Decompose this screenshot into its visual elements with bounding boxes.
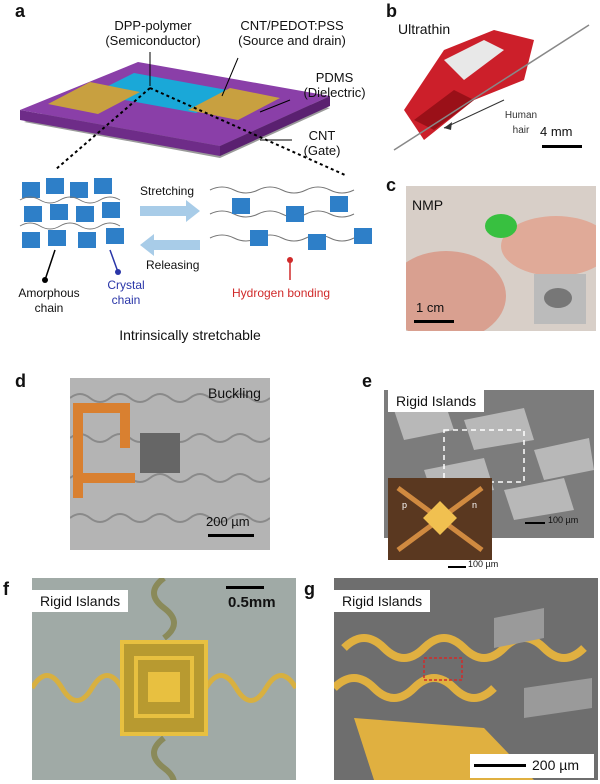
- panel-e: e Rigid Islands 100 µm p n 100 µm: [300, 360, 600, 570]
- inset-scale-bar: [448, 566, 466, 568]
- buckling-photo: Buckling 200 µm: [70, 378, 270, 550]
- panel-f-label: f: [3, 579, 9, 599]
- inset-p-label: p: [402, 500, 408, 510]
- panel-e-scale-label: 100 µm: [548, 515, 579, 525]
- panel-e-label: e: [362, 371, 373, 391]
- drain-electrode: [188, 88, 280, 120]
- panel-a: a: [0, 0, 380, 350]
- rigid-islands-optical: Rigid Islands 0.5mm: [32, 578, 296, 780]
- ultrathin-film-photo: [393, 24, 590, 151]
- panel-f-scale-bar: [226, 586, 264, 589]
- source-electrode: [48, 82, 140, 114]
- panel-b-scale-label: 4 mm: [540, 124, 573, 139]
- panel-e-title: Rigid Islands: [388, 390, 485, 412]
- hair-label: Human hair: [504, 110, 538, 136]
- semiconductor-label: DPP-polymer (Semiconductor): [105, 18, 201, 48]
- panel-f-scale-label: 0.5mm: [228, 594, 276, 611]
- dielectric-side: [20, 110, 220, 156]
- panel-e-scale-bar: [525, 522, 545, 524]
- panel-c-scale-label: 1 cm: [416, 300, 445, 315]
- panel-f: f Rigid Islands 0.5mm: [0, 568, 300, 784]
- panel-d-scale-label: 200 µm: [206, 514, 250, 529]
- stretching-label: Stretching: [140, 184, 195, 198]
- crystal-cluster-right: [209, 186, 372, 280]
- releasing-label: Releasing: [146, 258, 200, 272]
- panel-c: c NMP 1 cm: [384, 176, 600, 336]
- nmp-photo: NMP 1 cm: [406, 186, 596, 331]
- inset-device-photo: p n: [388, 478, 492, 560]
- device-illustration: [19, 52, 372, 283]
- stretching-arrow: [140, 200, 200, 222]
- panel-c-label: c: [386, 175, 397, 195]
- panel-b-scale-bar: [542, 145, 582, 148]
- amorphous-label: Amorphous chain: [18, 286, 80, 315]
- inset-scale-label: 100 µm: [468, 559, 499, 569]
- panel-a-label: a: [15, 1, 26, 21]
- panel-d-label: d: [15, 371, 26, 391]
- gate-label: CNT (Gate): [303, 128, 341, 158]
- panel-g-scale-bar: [474, 764, 526, 767]
- crystal-cluster-left: [19, 178, 124, 248]
- panel-g-label: g: [304, 579, 315, 599]
- panel-b: b Ultrathin Human hair 4 mm: [384, 0, 600, 175]
- panel-g-title: Rigid Islands: [334, 590, 431, 612]
- panel-d: d Buckling 200 µm: [0, 360, 300, 560]
- panel-b-title: Ultrathin: [398, 21, 451, 37]
- crystal-label: Crystal chain: [107, 278, 145, 307]
- panel-a-caption: Intrinsically stretchable: [119, 327, 261, 343]
- panel-g-scale-label: 200 µm: [532, 757, 579, 773]
- releasing-arrow: [140, 234, 200, 256]
- panel-d-scale-bar: [208, 534, 254, 537]
- source-drain-label: CNT/PEDOT:PSS (Source and drain): [238, 18, 346, 48]
- inset-n-label: n: [472, 500, 478, 510]
- hydrogen-label: Hydrogen bonding: [232, 286, 331, 300]
- rigid-islands-sem-color: Rigid Islands 200 µm: [334, 578, 598, 780]
- panel-f-title: Rigid Islands: [32, 590, 129, 612]
- panel-g-scale-box: 200 µm: [470, 754, 594, 778]
- panel-b-label: b: [386, 1, 397, 21]
- panel-d-title: Buckling: [208, 385, 261, 401]
- panel-g: g Rigid Islands 200 µm: [300, 568, 600, 784]
- panel-c-title: NMP: [412, 197, 444, 213]
- dielectric-label: PDMS (Dielectric): [303, 70, 366, 100]
- panel-c-scale-bar: [414, 320, 454, 323]
